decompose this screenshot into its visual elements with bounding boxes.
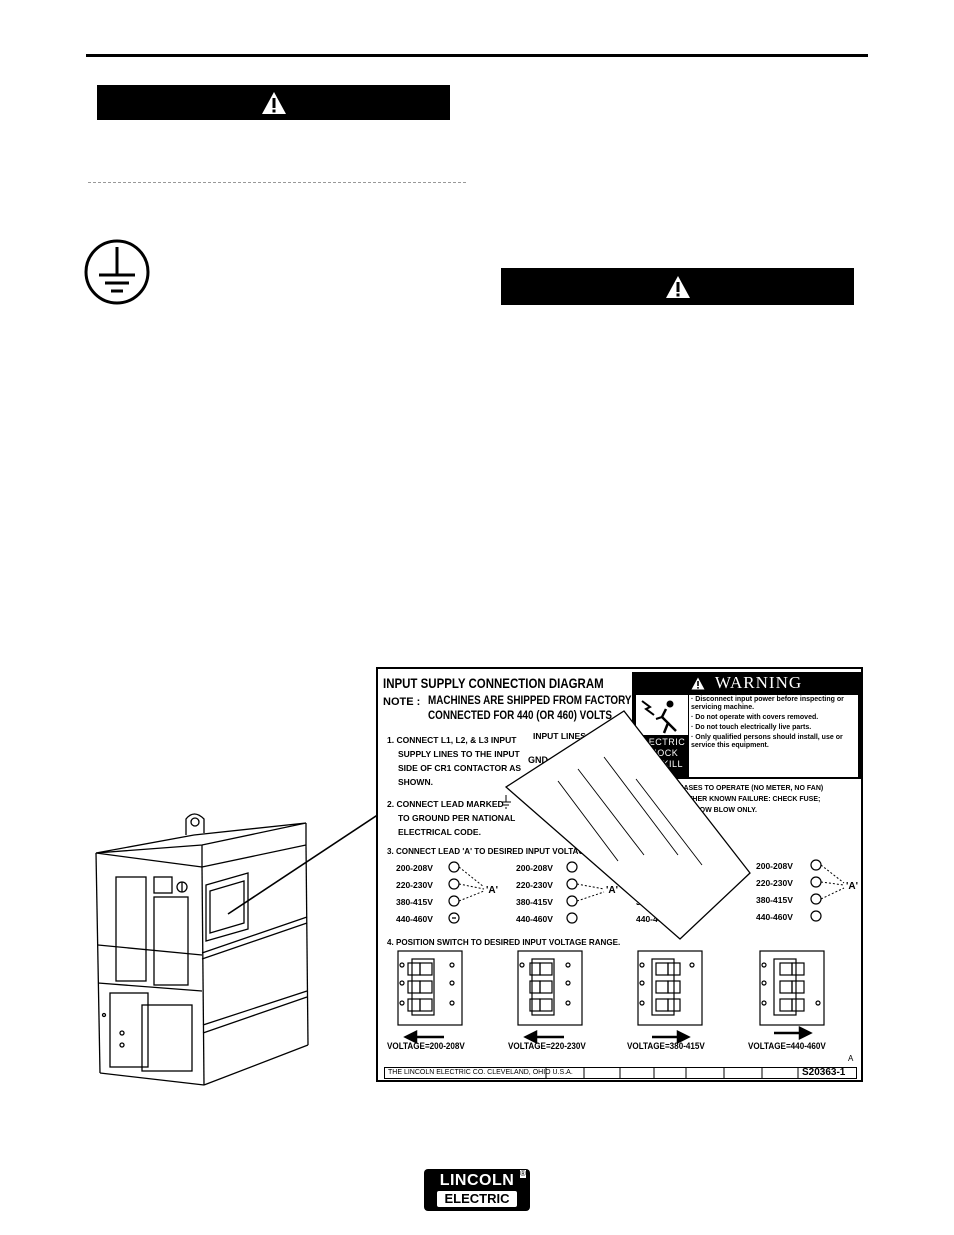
shock-line: SHOCK [643,748,679,758]
logo-line-2: ELECTRIC [437,1191,517,1207]
warning-list: · Disconnect input power before inspecti… [689,695,858,777]
logo-line-1: LINCOLN [439,1172,515,1189]
step-1-line: 1. CONNECT L1, L2, & L3 INPUT [387,735,517,745]
voltage-range: 440-460V [756,912,793,922]
electric-shock-pictogram [636,695,688,735]
voltage-range: 220-230V [396,880,433,890]
part-number: S20363-1 [802,1067,846,1078]
voltage-range-partial: 440-460 [636,914,668,924]
lead-a-label: 'A' [606,885,618,896]
warning-item: · Only qualified persons should install,… [691,734,843,749]
shock-line: ELECTRIC [636,737,686,747]
note-line-1: MACHINES ARE SHIPPED FROM FACTORY [428,695,632,707]
voltage-caption: VOLTAGE=220-230V [508,1041,586,1051]
voltage-range: 440-460V [516,914,553,924]
voltage-range: 220-230V [516,880,553,890]
footer-grid [545,1067,799,1079]
voltage-caption: VOLTAGE=440-460V [748,1041,826,1051]
voltage-range: 200-208V [756,861,793,871]
voltage-range: 380-415V [516,897,553,907]
step-2-line: TO GROUND PER NATIONAL [398,813,516,823]
warning-item: · Do not touch electrically live parts. [691,724,812,731]
voltage-range: 200-208V [516,863,553,873]
header-rule [86,54,868,57]
warning-triangle-icon [261,91,286,114]
logo-registered: ® [520,1169,526,1178]
electric-shock-icon [641,700,677,734]
note-prefix: NOTE : [383,696,421,708]
voltage-range: 440-460V [396,914,433,924]
warning-triangle-icon [691,677,705,689]
peeled-sticker-overlay [504,710,751,940]
footer-company: THE LINCOLN ELECTRIC CO. CLEVELAND, OHIO… [388,1069,573,1076]
lead-a-label: 'A' [486,885,498,896]
diagram-title: INPUT SUPPLY CONNECTION DIAGRAM [383,675,604,691]
warning-banner-right [501,268,854,305]
voltage-range: 200-208V [396,863,433,873]
input-lines-label: INPUT LINES [533,731,586,741]
revision-letter: A [848,1054,854,1063]
voltage-caption: VOLTAGE=380-415V [627,1041,705,1051]
welding-machine-illustration [95,813,309,1086]
voltage-range: 220-230V [756,878,793,888]
step-1-line: SHOWN. [398,777,433,787]
step-2-line: ELECTRICAL CODE. [398,827,481,837]
warning-title: WARNING [632,672,861,694]
switch-position-diagrams [397,950,825,1045]
fuse-note-line: TH A 5 AMP SLOW BLOW ONLY. [650,807,757,814]
warning-triangle-icon [665,275,690,298]
lincoln-electric-logo: LINCOLN ® ELECTRIC [424,1169,530,1211]
step-4-line: 4. POSITION SWITCH TO DESIRED INPUT VOLT… [387,937,621,947]
leader-line [227,811,383,915]
lead-a-label: 'A' [846,881,858,892]
note-line-2: CONNECTED FOR 440 (OR 460) VOLTS [428,710,612,722]
warning-item: · Disconnect input power before inspecti… [691,696,844,711]
step-1-line: SUPPLY LINES TO THE INPUT [398,749,520,759]
voltage-caption: VOLTAGE=200-208V [387,1041,465,1051]
section-divider [88,182,466,183]
warning-item: · Do not operate with covers removed. [691,714,819,721]
ground-symbol-icon [84,239,150,305]
fuse-note-line: RE IS NO OTHER KNOWN FAILURE: CHECK FUSE… [650,796,821,803]
step-3-line: 3. CONNECT LEAD 'A' TO DESIRED INPUT VOL… [387,846,624,856]
input-supply-connection-diagram: INPUT SUPPLY CONNECTION DIAGRAM NOTE : M… [376,667,863,1082]
gnd-label: GND [528,755,548,765]
voltage-range: 380-415V [396,897,433,907]
voltage-range: 380-415V [756,895,793,905]
ground-mark-icon [501,795,511,809]
step-1-line: SIDE OF CR1 CONTACTOR AS [398,763,522,773]
step-2-line: 2. CONNECT LEAD MARKED [387,799,504,809]
warning-banner-left [97,85,450,120]
fuse-note-line: CHINE CEASES TO OPERATE (NO METER, NO FA… [650,785,824,792]
warning-title-text: WARNING [714,673,803,692]
